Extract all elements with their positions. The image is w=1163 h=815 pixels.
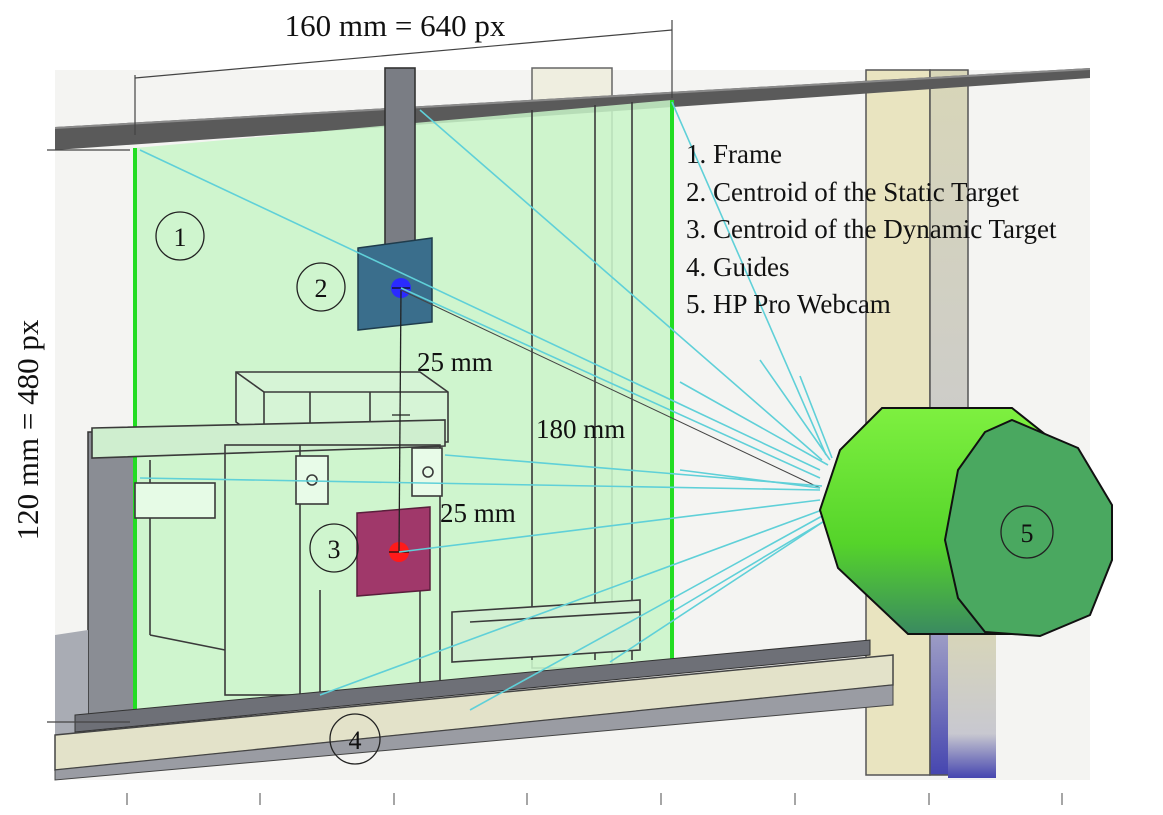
webcam — [818, 407, 1114, 778]
callout-dynamic-target-label: 3 — [328, 535, 341, 564]
camera-rays — [139, 101, 833, 711]
fixture-outline — [91, 67, 641, 696]
legend-item-frame: 1. Frame — [686, 139, 782, 169]
webcam-lens — [943, 418, 1113, 638]
legend-item-static-target: 2. Centroid of the Static Target — [686, 176, 1020, 207]
callout-static-target: 2 — [296, 262, 346, 312]
callout-guides: 4 — [329, 713, 381, 765]
callout-frame-label: 1 — [174, 223, 187, 252]
dimension-lines — [47, 20, 673, 723]
callout-frame: 1 — [155, 211, 205, 261]
legend-item-webcam: 5. HP Pro Webcam — [686, 289, 891, 319]
dynamic-offset-label: 25 mm — [440, 498, 516, 528]
static-target — [357, 237, 433, 331]
height-dimension-label: 120 mm = 480 px — [10, 319, 45, 540]
callout-static-target-label: 2 — [315, 274, 328, 303]
callout-dynamic-target: 3 — [309, 523, 359, 573]
legend: 1. Frame 2. Centroid of the Static Targe… — [686, 136, 1057, 324]
callout-guides-label: 4 — [349, 726, 362, 755]
guides — [54, 639, 894, 781]
bottom-ruler — [126, 793, 1063, 805]
dynamic-target — [356, 506, 431, 597]
legend-item-dynamic-target: 3. Centroid of the Dynamic Target — [686, 214, 1057, 244]
callout-webcam-label: 5 — [1021, 519, 1034, 548]
width-dimension-label: 160 mm = 640 px — [285, 8, 506, 43]
callout-webcam: 5 — [1000, 505, 1054, 559]
legend-item-guides: 4. Guides — [686, 251, 790, 282]
camera-distance-label: 180 mm — [536, 414, 625, 444]
static-offset-label: 25 mm — [417, 347, 493, 377]
offset-measurement — [392, 289, 821, 553]
